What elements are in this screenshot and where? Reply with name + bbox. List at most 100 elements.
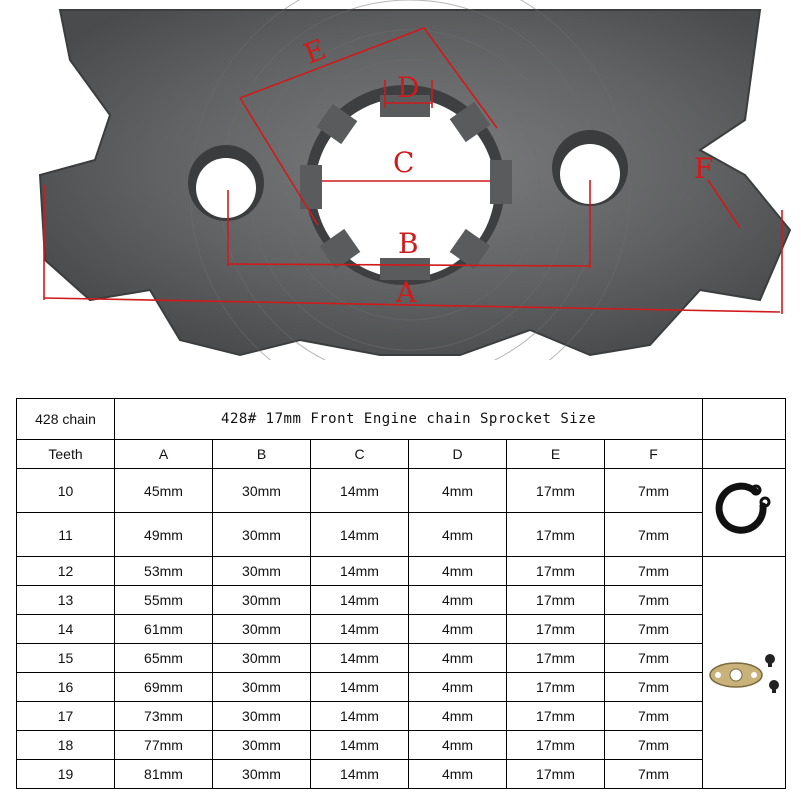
table-cell: 17mm <box>506 512 605 557</box>
table-cell: 7mm <box>603 512 704 557</box>
table-cell: 65mm <box>114 643 213 673</box>
table-cell: 14mm <box>310 614 409 644</box>
table-cell: 4mm <box>408 672 507 702</box>
table-cell: 4mm <box>408 556 507 586</box>
table-cell: 49mm <box>114 512 213 557</box>
dimension-lines <box>43 27 783 314</box>
lock-plate-image-cell <box>702 556 787 789</box>
lock-plate-icon <box>709 654 780 693</box>
column-header-b: B <box>212 439 311 469</box>
table-cell: 61mm <box>114 614 213 644</box>
table-cell: 16 <box>16 672 115 702</box>
column-header-f: F <box>603 439 704 469</box>
table-cell: 7mm <box>603 585 704 615</box>
table-cell: 7mm <box>603 701 704 731</box>
dimension-a-line <box>43 297 781 313</box>
table-title: 428# 17mm Front Engine chain Sprocket Si… <box>113 398 704 440</box>
table-cell: 14mm <box>310 468 409 513</box>
table-cell: 14mm <box>310 672 409 702</box>
table-cell: 17mm <box>506 585 605 615</box>
sprocket-body <box>38 0 792 360</box>
table-cell: 30mm <box>212 614 311 644</box>
table-cell: 17mm <box>506 614 605 644</box>
dimension-f-label: F <box>694 152 713 185</box>
dimension-e-line <box>239 27 498 129</box>
table-cell: 73mm <box>114 701 213 731</box>
table-cell: 17mm <box>506 672 605 702</box>
table-title-row: 428 chain 428# 17mm Front Engine chain S… <box>16 398 787 440</box>
table-cell: 14 <box>16 614 115 644</box>
table-cell: 17 <box>16 701 115 731</box>
table-cell: 30mm <box>212 585 311 615</box>
table-cell: 17mm <box>506 701 605 731</box>
table-cell: 19 <box>16 759 115 789</box>
table-cell: 30mm <box>212 643 311 673</box>
column-header-e: E <box>506 439 605 469</box>
column-header-teeth: Teeth <box>16 439 115 469</box>
table-cell: 30mm <box>212 556 311 586</box>
table-cell: 30mm <box>212 672 311 702</box>
table-cell: 4mm <box>408 614 507 644</box>
circlip-icon <box>715 482 771 534</box>
table-cell: 17mm <box>506 730 605 760</box>
table-cell: 4mm <box>408 730 507 760</box>
dimension-b-label: B <box>398 227 419 260</box>
table-cell: 7mm <box>603 643 704 673</box>
table-cell: 14mm <box>310 701 409 731</box>
table-cell: 77mm <box>114 730 213 760</box>
table-cell: 7mm <box>603 759 704 789</box>
table-cell: 30mm <box>212 730 311 760</box>
table-cell: 4mm <box>408 512 507 557</box>
dimension-d-label: D <box>397 71 419 104</box>
table-cell: 17mm <box>506 759 605 789</box>
table-cell: 7mm <box>603 468 704 513</box>
corner-label: 428 chain <box>16 398 115 440</box>
bolt-icon <box>769 680 780 693</box>
table-cell: 30mm <box>212 701 311 731</box>
table-cell: 4mm <box>408 759 507 789</box>
table-cell: 13 <box>16 585 115 615</box>
table-cell: 17mm <box>506 468 605 513</box>
table-cell: 4mm <box>408 468 507 513</box>
splined-center-hole <box>300 85 512 285</box>
dimension-c-label: C <box>393 146 414 179</box>
table-cell: 10 <box>16 468 115 513</box>
table-cell: 12 <box>16 556 115 586</box>
column-header-d: D <box>408 439 507 469</box>
table-cell: 14mm <box>310 643 409 673</box>
table-cell: 4mm <box>408 701 507 731</box>
table-cell: 14mm <box>310 585 409 615</box>
table-cell: 4mm <box>408 643 507 673</box>
blank-cell <box>702 439 787 469</box>
table-cell: 53mm <box>114 556 213 586</box>
table-cell: 7mm <box>603 614 704 644</box>
column-header-c: C <box>310 439 409 469</box>
table-cell: 30mm <box>212 759 311 789</box>
dimension-b-line <box>227 263 591 267</box>
table-cell: 7mm <box>603 730 704 760</box>
table-cell: 14mm <box>310 512 409 557</box>
table-cell: 18 <box>16 730 115 760</box>
table-cell: 14mm <box>310 556 409 586</box>
table-cell: 81mm <box>114 759 213 789</box>
column-header-a: A <box>114 439 213 469</box>
table-cell: 7mm <box>603 672 704 702</box>
table-cell: 14mm <box>310 730 409 760</box>
sprocket-size-table: 428 chain 428# 17mm Front Engine chain S… <box>16 398 787 789</box>
circlip-image-cell <box>702 468 787 557</box>
table-cell: 55mm <box>114 585 213 615</box>
table-cell: 11 <box>16 512 115 557</box>
bolt-icon <box>765 654 776 667</box>
table-cell: 14mm <box>310 759 409 789</box>
dimension-f-line <box>707 179 741 229</box>
table-cell: 30mm <box>212 468 311 513</box>
